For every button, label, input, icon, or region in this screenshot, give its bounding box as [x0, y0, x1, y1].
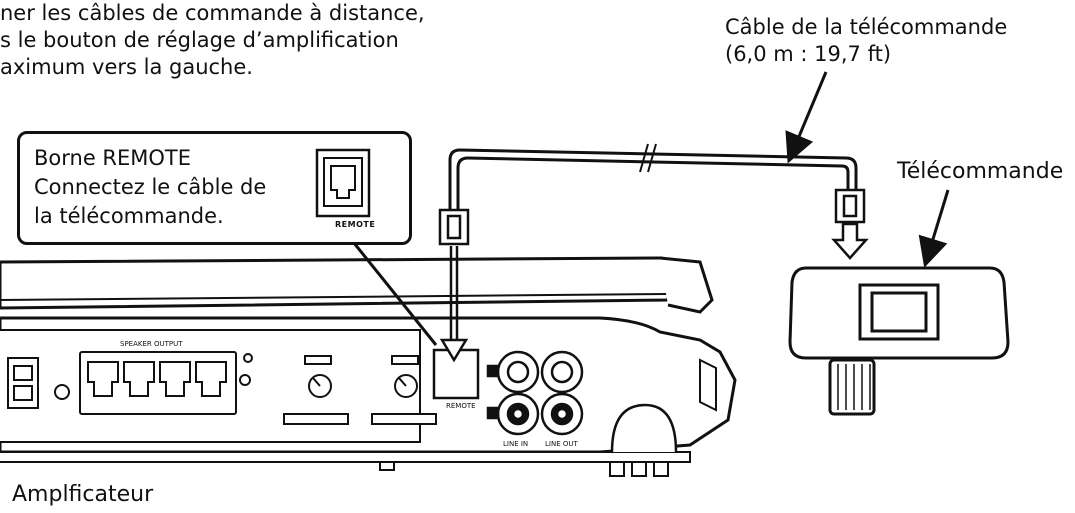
speaker-output-text: SPEAKER OUTPUT — [120, 340, 183, 348]
cable-label: Câble de la télécommande (6,0 m : 19,7 f… — [725, 14, 1007, 68]
line-in-text: LINE IN — [503, 440, 528, 448]
cable-label-line: Câble de la télécommande — [725, 15, 1008, 39]
line-out-text: LINE OUT — [545, 440, 578, 448]
speaker-output-terminals — [79, 351, 253, 415]
down-arrow-icon — [831, 222, 869, 260]
remote-controller-illustration — [788, 266, 1010, 416]
intro-line: ner les câbles de commande à distance, — [0, 1, 425, 25]
plug-icon — [438, 208, 470, 246]
remote-cable — [448, 143, 858, 218]
callout-line: Connectez le câble de — [34, 175, 267, 199]
arrow-icon — [918, 189, 950, 268]
modular-jack-icon — [315, 148, 371, 218]
power-connector — [7, 357, 70, 409]
intro-line: s le bouton de réglage d’amplification — [0, 28, 399, 52]
remote-terminal-callout: Borne REMOTE Connectez le câble de la té… — [17, 131, 412, 245]
rca-jacks — [486, 350, 584, 436]
intro-text: ner les câbles de commande à distance, s… — [0, 0, 425, 81]
callout-line: la télécommande. — [34, 204, 224, 228]
amplifier-label: Amplficateur — [12, 482, 154, 507]
jack-label: REMOTE — [335, 220, 376, 229]
cable-label-line: (6,0 m : 19,7 ft) — [725, 42, 892, 66]
panel-remote-text: REMOTE — [446, 402, 476, 410]
callout-text: Borne REMOTE Connectez le câble de la té… — [34, 144, 266, 231]
intro-line: aximum vers la gauche. — [0, 55, 253, 79]
remote-label: Télécommande — [897, 159, 1064, 184]
down-arrow-icon — [439, 246, 469, 363]
arrow-icon — [785, 71, 828, 164]
callout-pointer — [348, 237, 438, 346]
plug-icon — [834, 188, 866, 224]
gain-knobs — [283, 355, 437, 425]
callout-line: Borne REMOTE — [34, 146, 192, 170]
